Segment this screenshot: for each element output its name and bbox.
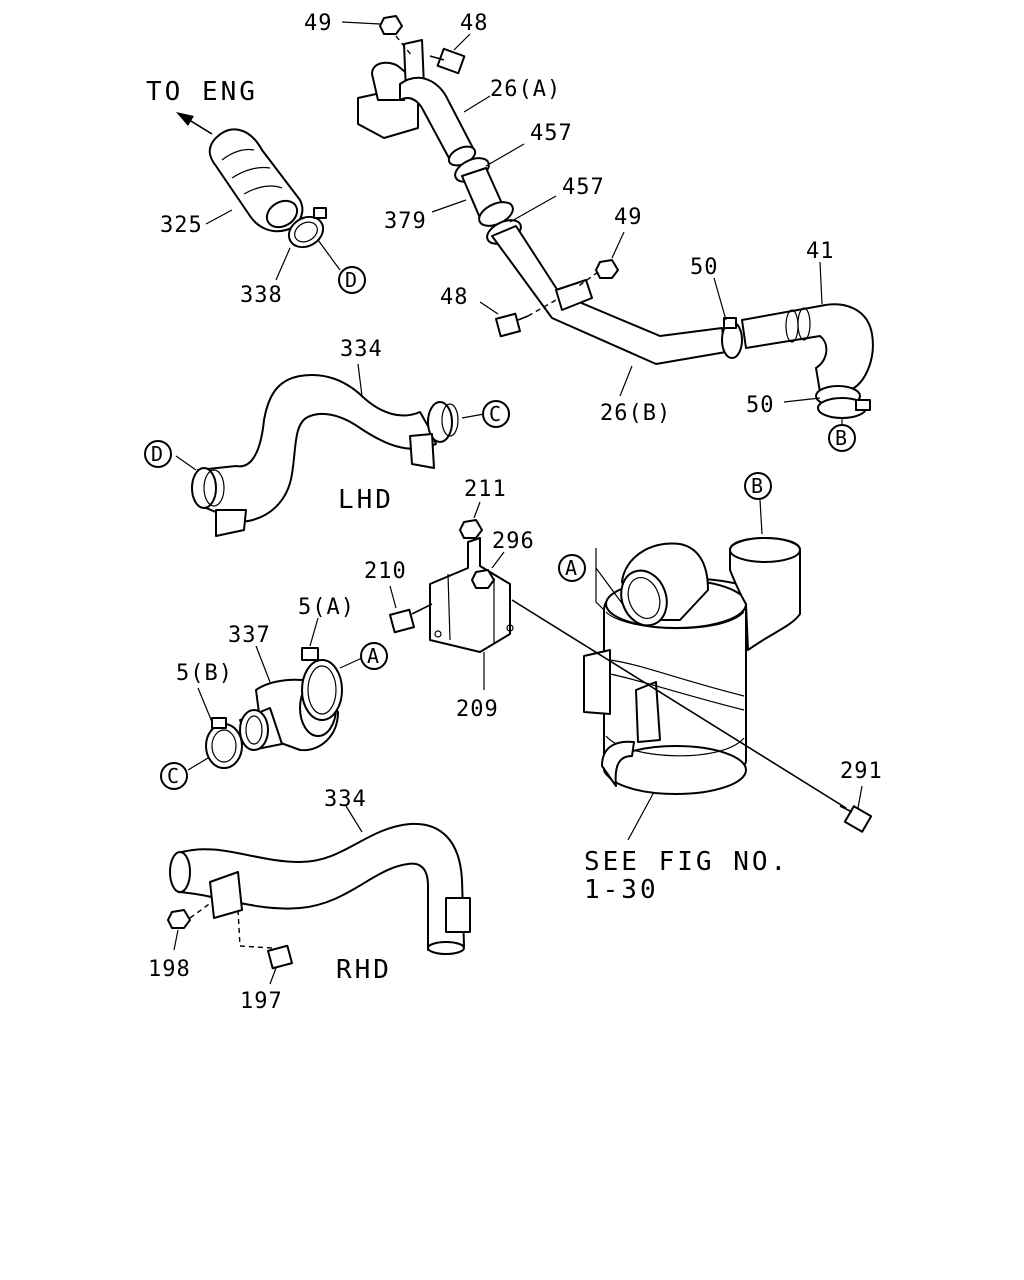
ref-c-lhd: C [482,400,510,428]
callout-334-lhd: 334 [340,337,383,362]
callout-334-rhd: 334 [324,787,367,812]
bolt-210 [389,603,433,634]
pipe-26b [491,225,727,365]
svg-text:A: A [367,644,379,668]
nut-296 [471,569,495,589]
svg-text:A: A [565,556,577,580]
ref-d-lhd: D [144,440,172,468]
callout-457-upper: 457 [530,121,573,146]
clamp-338 [287,207,327,249]
callout-50-top: 50 [690,255,719,280]
clamp-5b [205,717,243,769]
svg-text:B: B [835,426,847,450]
callout-210: 210 [364,559,407,584]
callout-198: 198 [148,957,191,982]
callout-49-mid: 49 [614,205,643,230]
svg-text:D: D [151,442,163,466]
ref-d-top: D [338,266,366,294]
callout-41: 41 [806,239,835,264]
bolt-291 [839,805,873,833]
callout-211: 211 [464,477,507,502]
ref-b-right: B [744,472,772,500]
callout-48-top: 48 [460,11,489,36]
svg-text:C: C [167,764,179,788]
to-eng-label: TO ENG [146,77,258,107]
callout-5b: 5(B) [176,661,233,686]
callout-325: 325 [160,213,203,238]
bolt-48-top [429,47,466,75]
nut-211 [459,519,483,539]
callout-26a: 26(A) [490,77,561,102]
ref-a-right: A [558,554,586,582]
elbow-41 [741,303,874,407]
callout-296: 296 [492,529,535,554]
svg-text:B: B [751,474,763,498]
nut-49-top [379,15,403,35]
bracket-209 [429,537,514,653]
ref-a-left: A [360,642,388,670]
callout-338: 338 [240,283,283,308]
hose-334-rhd [169,822,471,955]
svg-text:D: D [345,268,357,292]
callout-209: 209 [456,697,499,722]
clamp-50-bottom [817,397,871,419]
ref-c-left: C [160,762,188,790]
callout-49-top: 49 [304,11,333,36]
callout-291: 291 [840,759,883,784]
svg-text:C: C [489,402,501,426]
rhd-label: RHD [336,955,392,985]
callout-379: 379 [384,209,427,234]
callout-197: 197 [240,989,283,1014]
hose-325 [208,128,304,233]
callout-50-bottom: 50 [746,393,775,418]
bolt-197 [267,944,293,970]
see-fig-line1: SEE FIG NO. [584,847,789,877]
callout-26b: 26(B) [600,401,671,426]
callout-48-mid: 48 [440,285,469,310]
callout-5a: 5(A) [298,595,355,620]
clamp-5a [301,647,343,721]
nut-49-mid [595,259,619,279]
clamp-50-top [721,317,743,359]
lhd-label: LHD [338,485,394,515]
callout-457-lower: 457 [562,175,605,200]
callout-337: 337 [228,623,271,648]
air-cleaner [583,537,801,795]
bolt-48-mid [495,312,529,338]
see-fig-line2: 1-30 [584,875,659,905]
to-eng-arrow [176,112,213,135]
hose-334-lhd [191,374,459,537]
nut-198 [167,909,191,929]
ref-b-top: B [828,424,856,452]
